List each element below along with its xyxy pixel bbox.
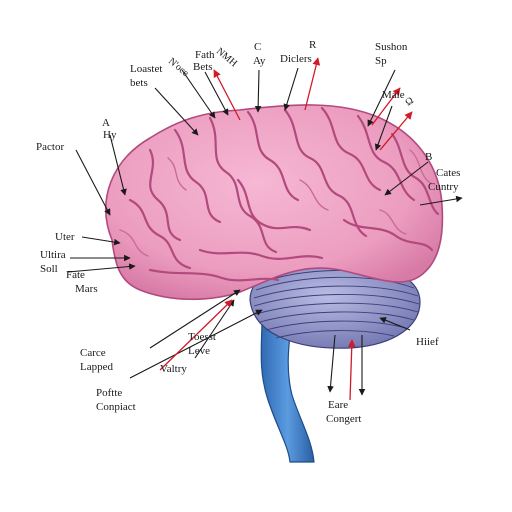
label-compact: Conpiact	[96, 401, 136, 413]
label-nmh: NMH	[214, 46, 239, 69]
label-cuntry: Cuntry	[428, 181, 459, 193]
label-c: C	[254, 41, 261, 53]
arrows-red	[159, 57, 413, 401]
label-pactor: Pactor	[36, 141, 64, 153]
cerebrum	[105, 104, 444, 301]
labels: Loastet bets N'oce Fath Bets NMH C Ay Di…	[36, 39, 460, 425]
label-leve: Leve	[188, 345, 210, 357]
label-ultira: Ultira	[40, 249, 66, 261]
label-uter: Uter	[55, 231, 75, 243]
label-sushon: Sushon	[375, 41, 408, 53]
label-hiief: Hiief	[416, 336, 439, 348]
label-carce: Carce	[80, 347, 106, 359]
label-b: B	[425, 151, 432, 163]
label-fate: Fate	[66, 269, 85, 281]
label-ay: Ay	[253, 55, 266, 67]
label-toesst: Toesst	[188, 331, 216, 343]
label-loastet: Loastet	[130, 63, 162, 75]
label-pottte: Poftte	[96, 387, 122, 399]
label-valtry: Valtry	[160, 363, 187, 375]
label-fath: Fath	[195, 49, 215, 61]
label-slash: Ω	[403, 95, 415, 108]
label-n-rock: N'oce	[166, 56, 191, 80]
label-sp: Sp	[375, 55, 387, 67]
label-cates: Cates	[436, 167, 460, 179]
label-a: A	[102, 117, 110, 129]
label-mars: Mars	[75, 283, 98, 295]
label-hy: Hy	[103, 129, 117, 141]
label-eare: Eare	[328, 399, 348, 411]
label-congert: Congert	[326, 413, 361, 425]
label-diclers: Diclers	[280, 53, 312, 65]
label-male: Male	[382, 89, 405, 101]
brainstem	[260, 317, 315, 463]
label-soll: Soll	[40, 263, 58, 275]
label-bets2: Bets	[193, 61, 213, 73]
label-r: R	[309, 39, 317, 51]
label-bets: bets	[130, 77, 148, 89]
label-lapped: Lapped	[80, 361, 113, 373]
